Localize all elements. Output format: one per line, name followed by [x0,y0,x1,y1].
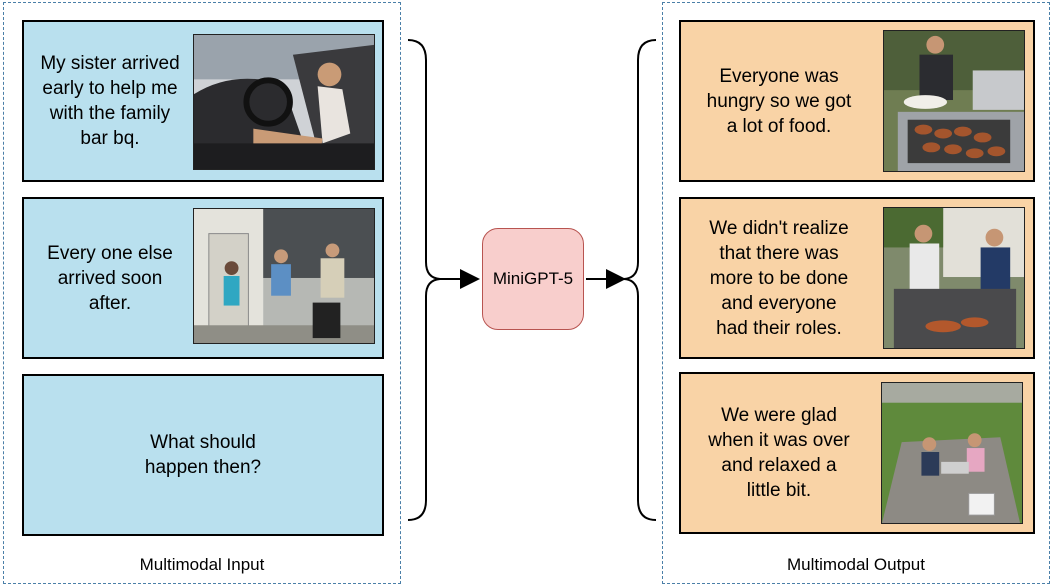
person-in-car-photo [193,34,375,170]
input-group-label: Multimodal Input [139,555,265,574]
input-card-3 [22,374,384,536]
input-card-2-text: Every one else arrived soon after. [47,242,173,314]
output-card-3-text: We were glad when it was over and relaxe… [708,405,850,501]
minigpt5-model-box: MiniGPT-5 [482,228,584,330]
input-group [3,2,401,584]
output-group [662,2,1050,584]
output-card-1-text: Everyone was hungry so we got a lot of f… [706,65,852,137]
output-brace [623,39,657,521]
input-card-3-text: What should happen then? [144,432,262,478]
output-group-label: Multimodal Output [787,555,925,574]
grill-food-photo [883,30,1025,172]
output-card-2-text: We didn't realize that there was more to… [709,217,849,339]
people-in-garage-photo [193,208,375,344]
men-at-grill-photo [883,207,1025,349]
input-card-1-text: My sister arrived early to help me with … [40,53,180,149]
backyard-relax-photo [881,382,1023,524]
input-brace [407,39,441,521]
